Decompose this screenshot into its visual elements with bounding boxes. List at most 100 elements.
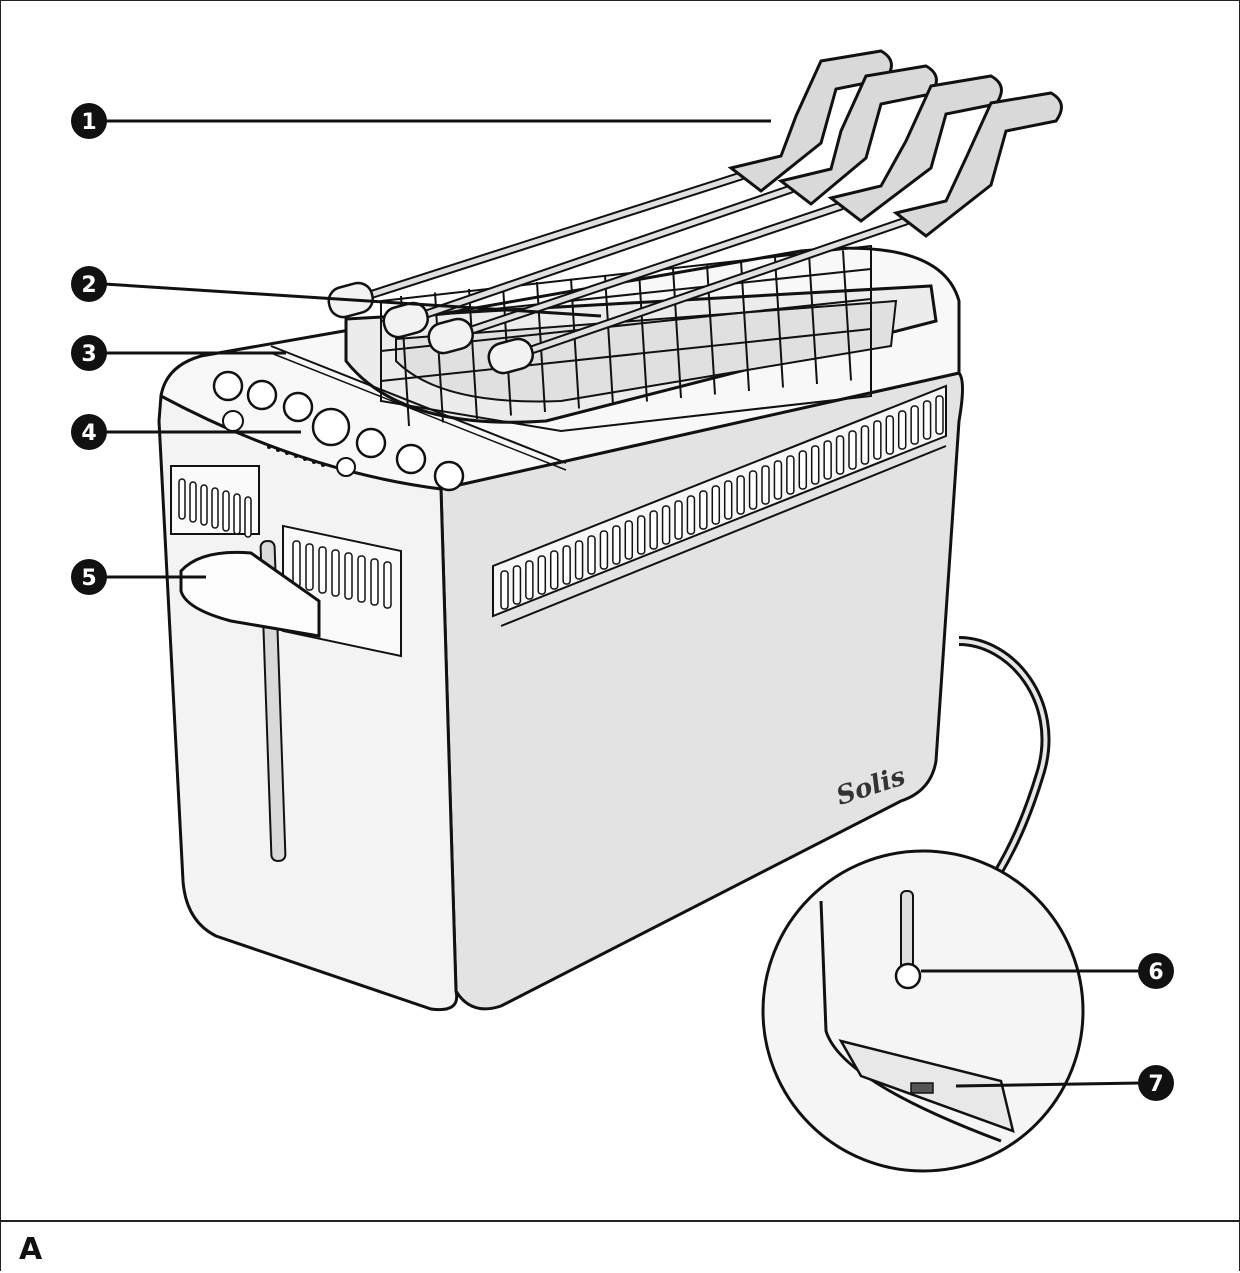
vent-slot: [810, 445, 820, 485]
vent-slot: [211, 487, 219, 529]
panel-button-1: [212, 370, 244, 402]
vent-slot: [357, 555, 366, 603]
panel-button-5: [355, 427, 387, 459]
callout-7: 7: [1138, 1065, 1174, 1101]
handle-grip: [892, 91, 1063, 238]
power-cord: [958, 636, 1051, 879]
vent-slot: [723, 480, 733, 520]
vent-slot: [761, 465, 770, 505]
rack-wire: [380, 268, 872, 322]
side-vent-slots: [500, 395, 944, 610]
front-vent-slots: [178, 478, 392, 609]
vent-slot: [823, 440, 832, 480]
callout-circle: [71, 559, 107, 595]
vent-slot: [661, 505, 671, 545]
vent-slot: [562, 545, 571, 585]
vent-slot: [873, 420, 882, 460]
indicator-dot: [303, 457, 307, 461]
vent-slot: [599, 530, 609, 570]
vent-slot: [383, 561, 392, 609]
lever-handle: [179, 550, 321, 638]
figure-caption: A: [19, 1232, 43, 1267]
vent-slot: [587, 535, 596, 575]
vent-slot: [674, 500, 683, 540]
rack-handle: [427, 74, 1003, 355]
vent-slot: [798, 450, 808, 490]
rack-handles: [327, 49, 1063, 375]
vent-slot: [200, 484, 208, 526]
callout-3: 3: [71, 335, 107, 371]
vent-slot: [649, 510, 658, 550]
vent-slot: [525, 560, 534, 600]
vent-slot: [549, 550, 559, 590]
rack-handle: [487, 91, 1063, 375]
vent-slot: [686, 495, 696, 535]
indicator-dot: [312, 460, 316, 464]
panel-indicator-dots: [267, 445, 325, 467]
callout-5: 5: [71, 559, 107, 595]
callout-1: 1: [71, 103, 107, 139]
vent-slot: [344, 552, 353, 600]
panel-button-2: [246, 379, 278, 411]
indicator-dot: [321, 463, 325, 467]
vent-slot: [244, 496, 252, 538]
rack-handle: [382, 64, 938, 339]
handle-grip: [727, 49, 893, 193]
vent-slot: [370, 558, 379, 606]
vent-slot: [233, 493, 241, 535]
vent-slot: [910, 405, 919, 445]
callout-circle: [71, 414, 107, 450]
toaster-side-panel: [439, 371, 964, 1011]
handle-grip: [827, 74, 1003, 223]
callout-leaders: [103, 119, 1142, 1088]
handle-end-cap: [487, 337, 534, 375]
indicator-dot: [294, 454, 298, 458]
panel-button-4: [311, 407, 351, 447]
control-panel: [212, 370, 465, 492]
vent-slot: [699, 490, 708, 530]
rack-frame: [380, 244, 872, 433]
vent-slot: [500, 570, 509, 610]
indicator-dot: [276, 448, 280, 452]
panel-button-6: [395, 443, 427, 475]
handle-end-cap: [382, 301, 429, 339]
callout-number: 7: [1148, 1072, 1163, 1097]
callout-4: 4: [71, 414, 107, 450]
indicator-dot: [267, 445, 271, 449]
indicator-dot: [285, 451, 289, 455]
callout-circle: [71, 103, 107, 139]
vent-slot: [897, 410, 907, 450]
vent-slot: [222, 490, 230, 532]
rack-wire: [380, 328, 872, 382]
panel-button-7: [433, 460, 465, 492]
vent-slot: [318, 546, 327, 594]
inset-knob: [894, 962, 922, 990]
vent-slot: [178, 478, 186, 520]
vent-slot: [835, 435, 845, 475]
detail-inset: [761, 849, 1085, 1173]
vent-slot: [748, 470, 758, 510]
callout-circle: [1138, 953, 1174, 989]
callout-2: 2: [71, 266, 107, 302]
vent-slot: [512, 565, 522, 605]
callout-number: 2: [81, 273, 96, 298]
vent-slot: [860, 425, 870, 465]
vent-slot: [935, 395, 944, 435]
vent-slot: [305, 543, 314, 591]
vent-slot: [574, 540, 584, 580]
vent-slot: [885, 415, 895, 455]
vent-slot: [736, 475, 745, 515]
panel-button-3: [282, 391, 314, 423]
callout-6: 6: [1138, 953, 1174, 989]
callout-markers: 1 2 3 4 5 6 7: [71, 103, 1174, 1101]
vent-slot: [331, 549, 340, 597]
vent-slot: [773, 460, 783, 500]
vent-slot: [711, 485, 721, 525]
vent-slot: [624, 520, 634, 560]
vent-slot: [189, 481, 197, 523]
callout-number: 4: [81, 421, 96, 446]
groove: [270, 345, 567, 464]
vent-slot: [922, 400, 932, 440]
